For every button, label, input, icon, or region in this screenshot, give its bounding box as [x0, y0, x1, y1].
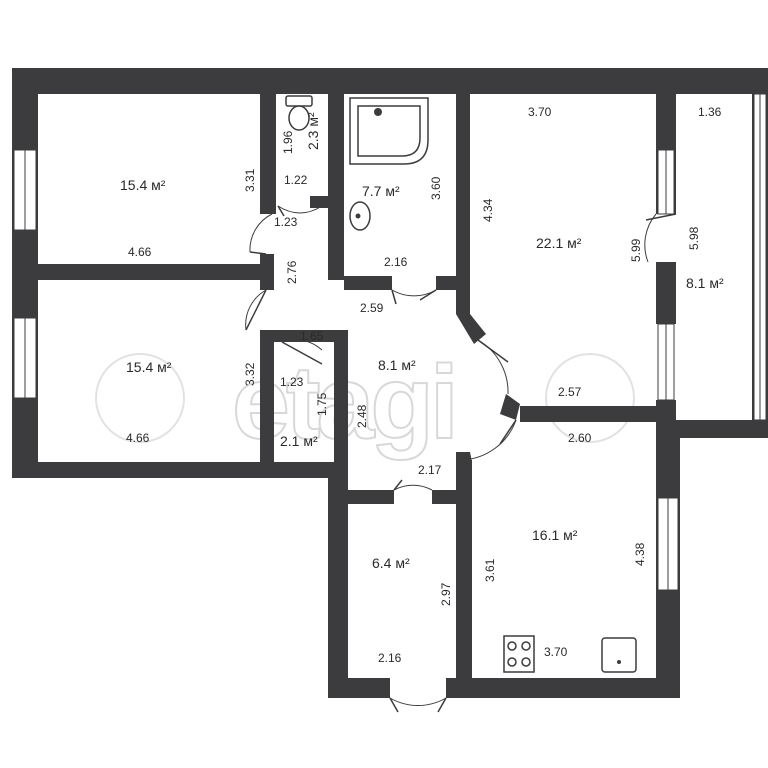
dim-entry-height: 2.97: [439, 582, 453, 606]
windows: [13, 93, 767, 591]
dim-closet-height: 1.75: [315, 392, 329, 416]
dim-living-left: 4.34: [481, 198, 495, 222]
area-bedroom-top: 15.4 м²: [120, 177, 166, 193]
door-bathroom: [391, 289, 437, 305]
dim-kitchen-bottom: 3.70: [544, 645, 568, 659]
dim-bathroom-height: 3.60: [429, 176, 443, 200]
fixtures: [285, 95, 637, 673]
dim-kitchen-left: 3.61: [483, 558, 497, 582]
dim-hall-vertical: 2.76: [285, 260, 299, 284]
dim-toilet-width: 1.22: [284, 173, 308, 187]
door-toilet: [277, 205, 323, 217]
area-bedroom-bottom: 15.4 м²: [126, 359, 172, 375]
dim-closet-width: 1.23: [280, 375, 304, 389]
door-living: [477, 339, 509, 395]
dim-hall-top: 2.59: [360, 301, 384, 315]
dim-bedroom-bottom-height: 3.32: [243, 362, 257, 386]
dim-living-top: 3.70: [528, 105, 552, 119]
doors: [245, 205, 677, 713]
toilet: [285, 95, 313, 131]
dim-living-bottom: 2.57: [558, 385, 582, 399]
shower-tray: [349, 97, 429, 165]
area-bathroom: 7.7 м²: [362, 183, 400, 199]
dim-bathroom-width: 2.16: [384, 255, 408, 269]
dim-hall-closet-top: 1.65: [300, 329, 324, 343]
dim-hall-mid: 2.48: [355, 404, 369, 428]
area-living: 22.1 м²: [536, 235, 582, 251]
dim-toilet-door: 1.23: [274, 215, 298, 229]
sink-bathroom: [349, 201, 371, 231]
watermark-circle-left: [95, 353, 185, 443]
area-balcony: 8.1 м²: [686, 275, 724, 291]
area-entry: 6.4 м²: [372, 555, 410, 571]
dim-balcony-length: 5.98: [687, 226, 701, 250]
dim-hall-bottom: 2.17: [418, 463, 442, 477]
door-bedroom-bottom: [245, 289, 267, 331]
area-kitchen: 16.1 м²: [532, 527, 578, 543]
door-main-entrance: [389, 697, 447, 713]
dim-bedroom-top-height: 3.31: [243, 168, 257, 192]
dim-bedroom-top-width: 4.66: [128, 245, 152, 259]
dim-entry-width: 2.16: [378, 651, 402, 665]
stove-icon: [503, 635, 535, 673]
dimension-labels: 4.66 3.31 4.66 3.32 1.96 2.3 м² 1.22 1.2…: [126, 105, 722, 665]
watermark-circle-right: [545, 353, 635, 443]
area-hallway: 8.1 м²: [378, 357, 416, 373]
dim-kitchen-top: 2.60: [568, 431, 592, 445]
dim-balcony-width: 1.36: [698, 105, 722, 119]
door-closet: [281, 339, 323, 365]
door-kitchen: [461, 419, 517, 461]
area-toilet: 2.3 м²: [305, 112, 321, 150]
area-closet: 2.1 м²: [280, 433, 318, 449]
dim-living-right: 5.99: [629, 238, 643, 262]
sink-kitchen-icon: [601, 637, 637, 673]
dim-toilet-height: 1.96: [281, 130, 295, 154]
dim-bedroom-bottom-width: 4.66: [126, 431, 150, 445]
area-labels: 15.4 м² 15.4 м² 7.7 м² 22.1 м² 8.1 м² 8.…: [120, 177, 724, 571]
door-bedroom-top: [249, 213, 273, 255]
door-entry-room: [393, 479, 433, 491]
door-balcony: [644, 213, 677, 263]
dim-kitchen-right: 4.38: [633, 542, 647, 566]
